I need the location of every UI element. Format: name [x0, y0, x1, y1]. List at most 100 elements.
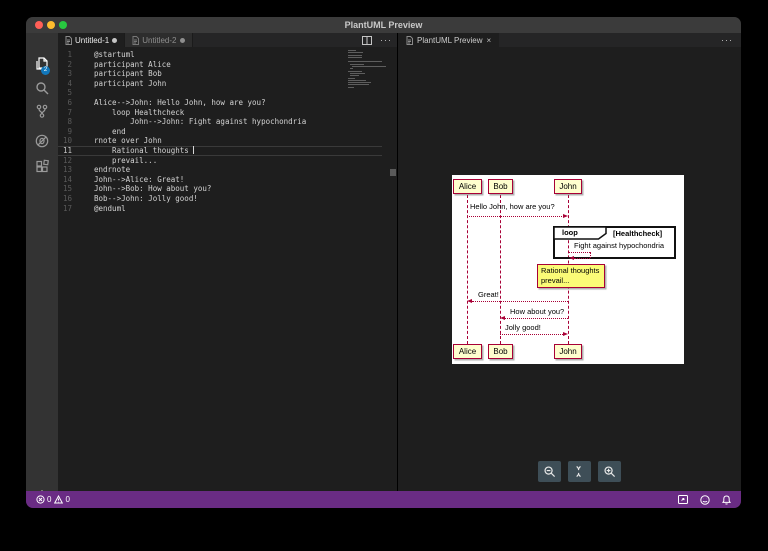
code-line[interactable]: 9 end	[58, 127, 382, 137]
code-line[interactable]: 5	[58, 88, 382, 98]
participant-bob-top: Bob	[488, 179, 513, 194]
minimap-line	[348, 50, 357, 51]
code-line[interactable]: 1@startuml	[58, 50, 382, 60]
file-icon	[406, 35, 413, 45]
tab-label: PlantUML Preview	[417, 35, 483, 45]
line-number: 9	[67, 126, 72, 136]
message-label: Great!	[478, 290, 499, 299]
line-number: 10	[62, 136, 72, 146]
minimap-line	[348, 56, 363, 58]
participant-alice-bottom: Alice	[453, 344, 482, 359]
debug-icon[interactable]	[34, 133, 50, 149]
sequence-diagram: Alice Bob John Hello John, how are you? …	[452, 175, 684, 364]
editor-more-actions-icon[interactable]: ···	[380, 35, 392, 45]
editor-preview-sash[interactable]	[397, 33, 398, 491]
tab-label: Untitled-1	[75, 35, 110, 45]
code-line[interactable]: 3 participant Bob	[58, 69, 382, 79]
code-line[interactable]: 7 loop Healthcheck	[58, 108, 382, 118]
minimap-line	[348, 84, 369, 86]
line-number: 3	[67, 69, 72, 79]
line-number: 14	[62, 174, 72, 184]
editor-group: Untitled-1 Untitled-2	[58, 33, 398, 491]
zoom-in-button[interactable]	[598, 461, 621, 482]
minimap-line	[348, 54, 362, 56]
vscode-window: PlantUML Preview 2	[26, 17, 741, 508]
loop-pentagon	[553, 226, 607, 240]
notifications-bell-icon[interactable]	[722, 494, 731, 505]
minimap-line	[348, 82, 372, 84]
line-number: 6	[67, 97, 72, 107]
problems-status[interactable]: 0 0	[36, 495, 70, 504]
preview-status-icon[interactable]	[678, 495, 688, 504]
titlebar[interactable]: PlantUML Preview	[26, 17, 741, 33]
code-text: participant Bob	[94, 69, 162, 79]
line-number: 8	[67, 117, 72, 127]
zoom-fit-button[interactable]	[568, 461, 591, 482]
minimap-line	[348, 86, 355, 88]
participant-bob-bottom: Bob	[488, 344, 513, 359]
split-editor-icon[interactable]	[362, 35, 372, 45]
zoom-window-button[interactable]	[59, 21, 67, 29]
message-line	[505, 318, 568, 319]
code-line[interactable]: 8 John-->John: Fight against hypochondri…	[58, 117, 382, 127]
tab-label: Untitled-2	[142, 35, 177, 45]
close-window-button[interactable]	[35, 21, 43, 29]
tab-plantuml-preview[interactable]: PlantUML Preview ×	[398, 33, 500, 47]
line-number: 11	[62, 145, 72, 155]
minimap-line	[350, 72, 366, 74]
code-line[interactable]: 12 prevail...	[58, 156, 382, 166]
extensions-icon[interactable]	[34, 159, 50, 175]
warnings-item[interactable]: 0	[54, 495, 70, 504]
code-text: Rational thoughts	[94, 145, 194, 155]
preview-more-actions-icon[interactable]: ···	[721, 35, 733, 45]
minimap-line	[348, 77, 356, 79]
file-icon	[132, 35, 140, 45]
search-icon[interactable]	[34, 80, 50, 96]
editor-actions: ···	[362, 33, 392, 47]
participant-alice-top: Alice	[453, 179, 482, 194]
error-icon	[36, 495, 45, 504]
source-control-icon[interactable]	[34, 103, 50, 119]
minimap-line	[350, 68, 353, 70]
close-tab-icon[interactable]: ×	[486, 35, 492, 45]
self-message-side	[590, 252, 591, 258]
zoom-out-button[interactable]	[538, 461, 561, 482]
code-text: rnote over John	[94, 136, 162, 146]
minimap[interactable]	[348, 50, 386, 89]
arrowhead	[569, 255, 574, 260]
line-number: 7	[67, 107, 72, 117]
code-line[interactable]: 11 Rational thoughts	[58, 145, 382, 156]
code-text: endrnote	[94, 165, 131, 175]
code-text: @startuml	[94, 50, 135, 59]
tab-untitled-2[interactable]: Untitled-2	[125, 33, 193, 47]
error-count: 0	[47, 495, 52, 504]
warning-icon	[54, 495, 64, 504]
minimize-window-button[interactable]	[47, 21, 55, 29]
feedback-smiley-icon[interactable]	[700, 494, 710, 505]
status-bar: 0 0	[26, 491, 741, 508]
line-number: 15	[62, 184, 72, 194]
code-line[interactable]: 17@enduml	[58, 204, 382, 214]
line-number: 16	[62, 193, 72, 203]
code-line[interactable]: 6 Alice-->John: Hello John, how are you?	[58, 98, 382, 108]
window-title: PlantUML Preview	[344, 20, 423, 30]
code-text: Alice-->John: Hello John, how are you?	[94, 97, 266, 107]
loop-condition: [Healthcheck]	[613, 229, 663, 238]
minimap-line	[352, 66, 386, 68]
code-line[interactable]: 10 rnote over John	[58, 136, 382, 146]
dirty-indicator[interactable]	[179, 37, 185, 43]
message-line	[472, 301, 568, 302]
dirty-indicator[interactable]	[112, 37, 118, 43]
code-text: loop Healthcheck	[94, 107, 185, 117]
line-number: 2	[67, 59, 72, 69]
tab-untitled-1[interactable]: Untitled-1	[58, 33, 126, 47]
errors-item[interactable]: 0	[36, 495, 51, 504]
